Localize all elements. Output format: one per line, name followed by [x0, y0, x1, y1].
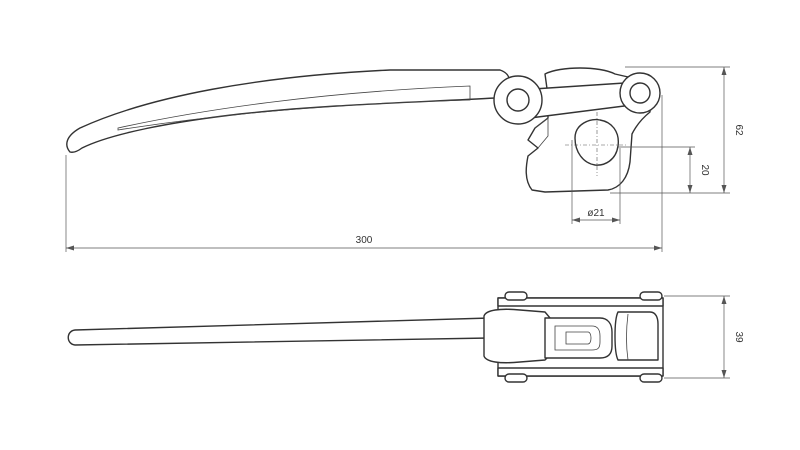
pivot-hole [574, 118, 619, 166]
roller-bottom-left [504, 373, 528, 383]
dim-62-arrow-top [721, 67, 727, 75]
inner-fork-outer [544, 317, 613, 359]
dim-pivot-offset-label: 20 [699, 164, 710, 176]
left-knuckle-pin [506, 88, 530, 112]
dim-21-arrow-left [572, 217, 580, 223]
roller-top-left [504, 291, 528, 301]
dim-21-arrow-right [612, 217, 620, 223]
dim-overall-length-label: 300 [356, 235, 373, 246]
side-view: 300 62 20 ø21 [65, 66, 744, 252]
dim-20-arrow-bottom [687, 185, 693, 193]
frame-bottom-bar [497, 367, 664, 377]
right-knuckle-pin [629, 82, 651, 104]
handle-groove [117, 85, 471, 131]
inner-fork-slot [565, 331, 592, 345]
end-cap-inner [626, 313, 629, 361]
dim-20-arrow-top [687, 147, 693, 155]
dim-height-top-label: 62 [733, 124, 744, 136]
dim-39-arrow-top [721, 296, 727, 304]
dim-62-arrow-bottom [721, 185, 727, 193]
handle-rod [67, 317, 491, 346]
dim-width-bottom-label: 39 [733, 331, 744, 343]
dim-hole-diameter-label: ø21 [587, 208, 605, 219]
frame-top-bar [497, 297, 664, 307]
end-cap-block [614, 311, 659, 361]
inner-fork-inner [554, 325, 601, 351]
roller-bottom-right [639, 373, 663, 383]
housing-catch-notch [534, 117, 549, 149]
top-view: 39 [67, 291, 744, 383]
dim-300-arrow-right [654, 245, 662, 251]
handle-lever [66, 69, 511, 153]
dim-300-arrow-left [66, 245, 74, 251]
roller-top-right [639, 291, 663, 301]
dim-39-arrow-bottom [721, 370, 727, 378]
